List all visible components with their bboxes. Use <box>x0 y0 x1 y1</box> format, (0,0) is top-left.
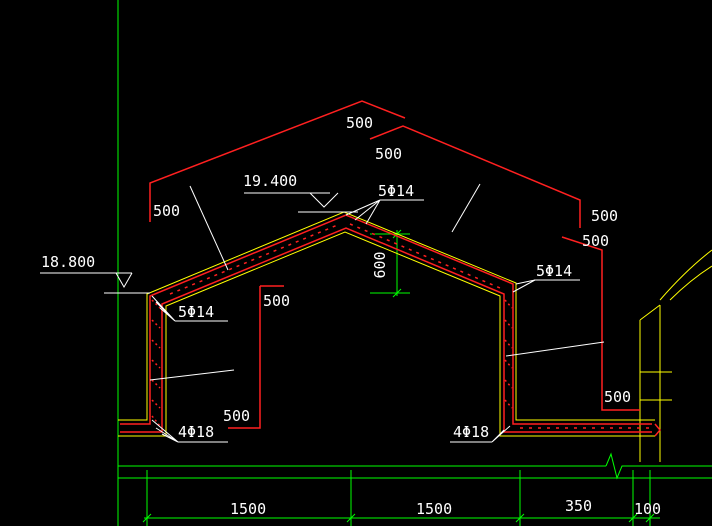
dim-inner-hook-top: 500 <box>263 292 290 310</box>
bottom-dim-2: 1500 <box>416 500 452 518</box>
grid-lines <box>117 0 712 526</box>
bottom-dim-1: 1500 <box>230 500 266 518</box>
leader-lines <box>40 183 605 443</box>
dim-right-bottom: 500 <box>604 388 631 406</box>
dim-inner-hook-bottom: 500 <box>223 407 250 425</box>
bottom-dim-3: 350 <box>565 497 592 515</box>
dim-right-hook-lower: 500 <box>582 232 609 250</box>
elevation-left: 18.800 <box>41 253 95 271</box>
rebar-ridge: 5Φ14 <box>378 182 414 200</box>
dim-top-left-lap: 500 <box>346 114 373 132</box>
rebar-left-base: 4Φ18 <box>178 423 214 441</box>
dim-top-right-lap: 500 <box>375 145 402 163</box>
rebar-right-eave: 5Φ14 <box>536 262 572 280</box>
rebar-left-eave: 5Φ14 <box>178 303 214 321</box>
labels: 19.400 18.800 5Φ14 5Φ14 5Φ14 4Φ18 4Φ18 5… <box>41 114 661 518</box>
dim-left-hook: 500 <box>153 202 180 220</box>
bottom-dim-4: 100 <box>634 500 661 518</box>
rebar-right-base: 4Φ18 <box>453 423 489 441</box>
elevation-top: 19.400 <box>243 172 297 190</box>
dim-ridge-height: 600 <box>371 251 389 278</box>
dim-right-hook-upper: 500 <box>591 207 618 225</box>
